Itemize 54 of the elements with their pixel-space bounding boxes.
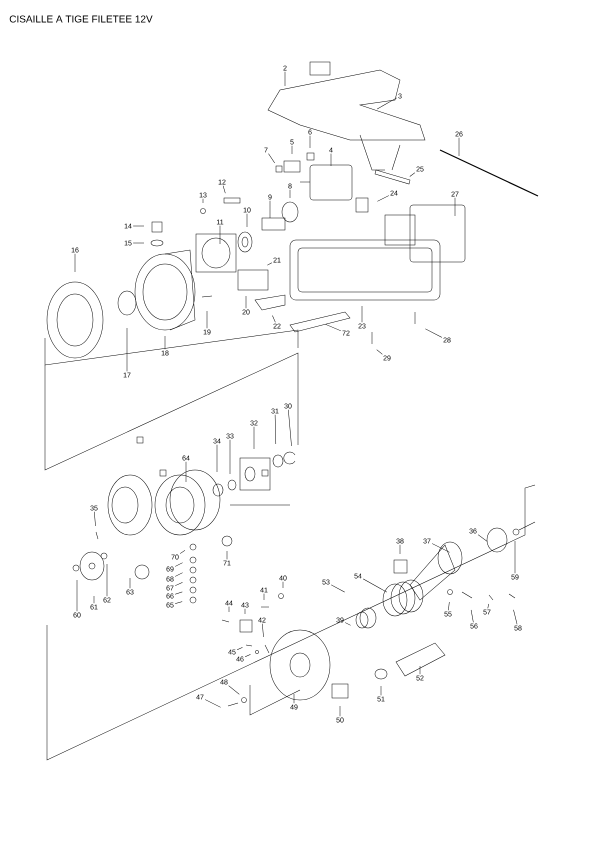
leader-line	[206, 310, 208, 329]
leader-line	[425, 328, 442, 338]
leader-line	[174, 601, 182, 604]
leader-line	[513, 610, 518, 625]
leader-line	[268, 153, 275, 164]
leader-line	[228, 606, 230, 612]
leader-line	[376, 349, 383, 355]
leader-line	[325, 324, 342, 332]
leader-line	[74, 253, 76, 272]
leader-line	[330, 584, 345, 592]
leader-line	[377, 195, 390, 202]
leader-line	[228, 685, 240, 695]
leader-line	[488, 604, 489, 609]
leader-line	[236, 647, 243, 650]
leader-line	[410, 172, 416, 177]
leader-line	[514, 540, 516, 574]
leader-line	[222, 185, 226, 194]
title: CISAILLE A TIGE FILETEE 12V	[10, 15, 153, 23]
leader-line	[282, 581, 284, 588]
leader-line	[380, 686, 382, 696]
leader-line	[267, 262, 272, 266]
leader-line	[204, 699, 221, 708]
leader-line	[126, 328, 128, 372]
leader-line	[76, 580, 78, 612]
leader-line	[274, 414, 276, 444]
leader-line	[174, 572, 183, 577]
leader-line	[174, 582, 183, 586]
leader-line	[478, 534, 488, 542]
leader-line	[174, 592, 183, 595]
leader-line	[226, 550, 228, 560]
leader-line	[344, 622, 351, 626]
leader-line	[272, 315, 276, 323]
leader-line	[362, 578, 388, 592]
leader-line	[180, 550, 186, 554]
leader-line	[458, 137, 460, 156]
leader-line	[262, 623, 264, 638]
leader-line	[470, 610, 474, 623]
leader-line	[454, 197, 456, 216]
leader-line	[132, 242, 144, 244]
leader-line	[164, 336, 166, 350]
leader-line	[448, 602, 450, 611]
leader-line	[330, 153, 332, 166]
leader-line	[202, 198, 204, 204]
leader-line	[216, 444, 218, 472]
leader-line	[284, 71, 286, 86]
leader-line	[244, 654, 251, 657]
leader-line	[174, 562, 183, 567]
leader-line	[376, 98, 398, 110]
leader-line	[432, 543, 450, 553]
leader-line	[106, 564, 108, 597]
leader-line	[244, 608, 246, 614]
leader-line	[246, 213, 248, 228]
leader-line	[288, 409, 292, 446]
leader-line	[94, 511, 96, 526]
